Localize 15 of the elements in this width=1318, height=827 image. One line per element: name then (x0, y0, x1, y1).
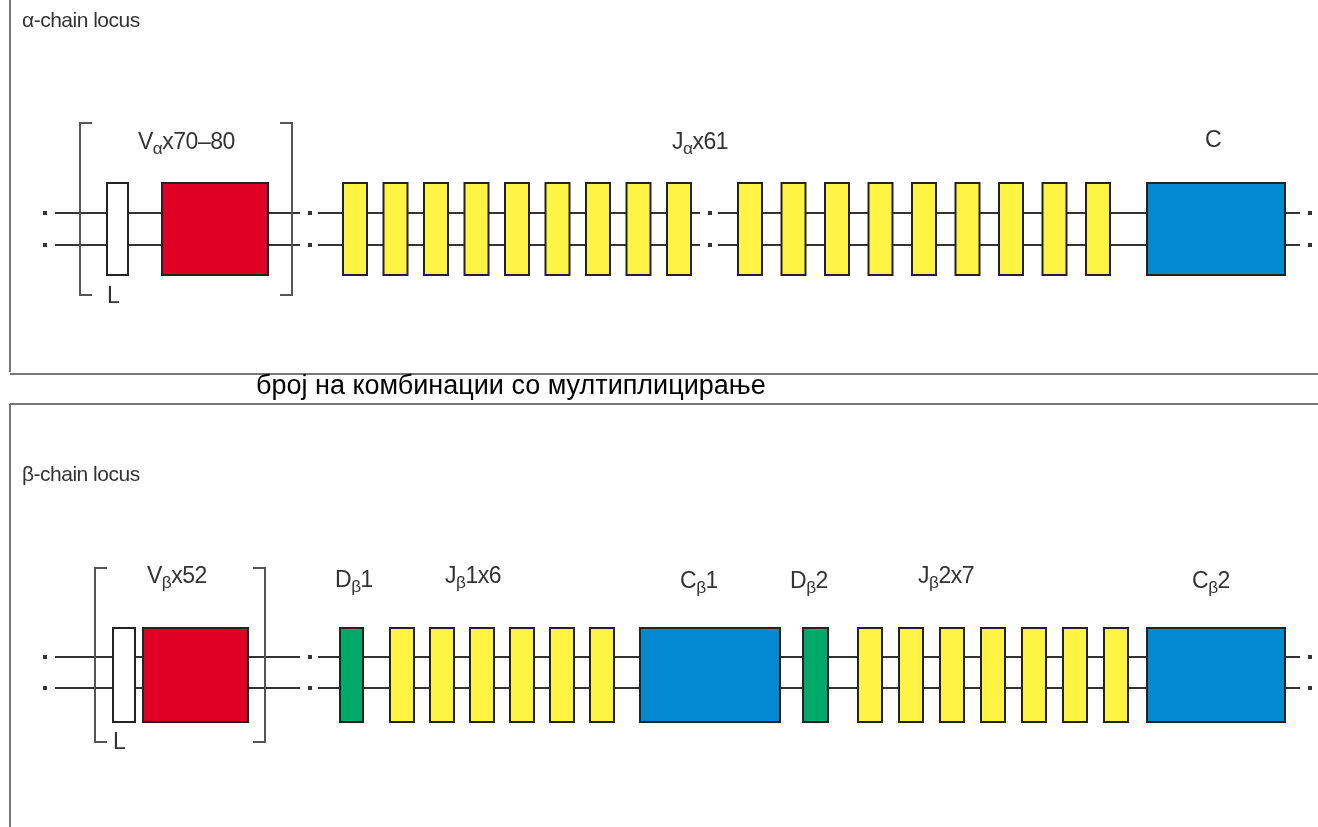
locus-title: α-chain locus (22, 8, 140, 33)
note-text: број на комбинации со мултиплицирање (256, 370, 766, 402)
gene-segment-label: J$_{α}$x61 (672, 128, 729, 159)
gene-segment-label: L (107, 282, 120, 309)
gene-segment-label: C (1205, 126, 1222, 153)
gene-segment-label: C$_{β}$1 (680, 567, 718, 598)
gene-segment-label: V$_{α}$x70–80 (138, 128, 235, 159)
gene-segment-label: V$_{β}$x52 (147, 562, 207, 593)
gene-segment-label: L (113, 728, 126, 755)
gene-segment-label: D$_{β}$2 (790, 567, 828, 598)
gene-segment-label: C$_{β}$2 (1192, 567, 1230, 598)
gene-segment-label: J$_{β}$1x6 (445, 562, 502, 593)
locus-title: β-chain locus (22, 462, 140, 487)
gene-segment-label: D$_{β}$1 (335, 566, 373, 597)
gene-segment-label: J$_{β}$2x7 (918, 562, 975, 593)
